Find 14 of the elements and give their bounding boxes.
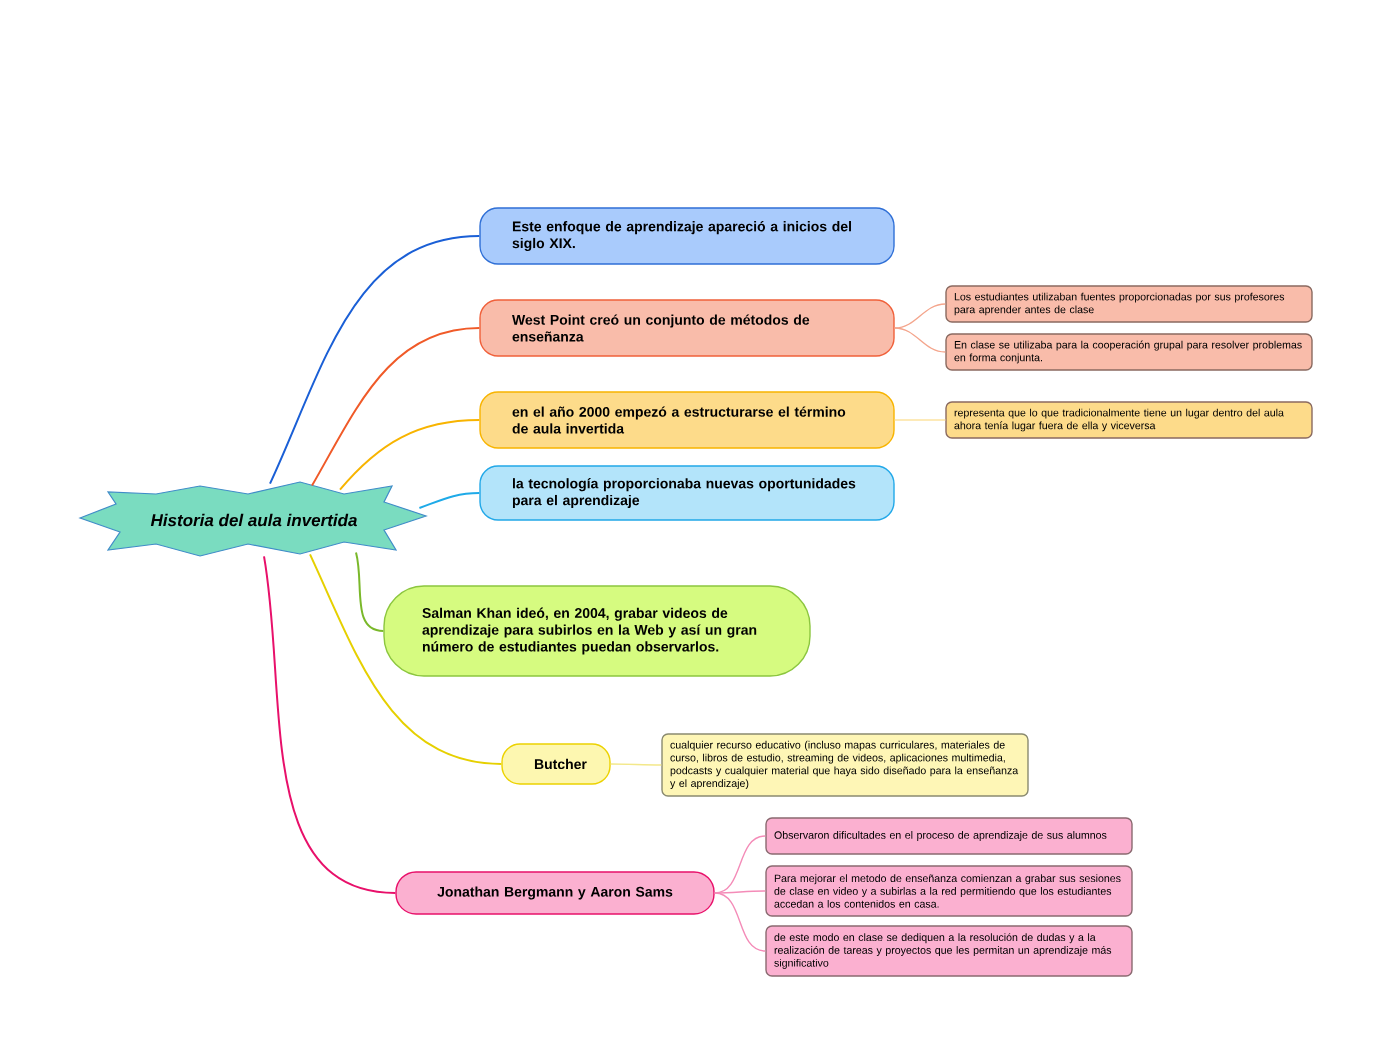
connector xyxy=(355,551,385,632)
connector xyxy=(311,327,481,487)
connector xyxy=(894,419,946,421)
connector xyxy=(263,555,397,894)
connector xyxy=(894,303,946,329)
connector xyxy=(714,890,766,894)
connector xyxy=(269,235,481,485)
connector xyxy=(418,492,481,509)
connector xyxy=(610,763,662,766)
connector xyxy=(894,327,946,353)
connector xyxy=(339,419,481,491)
connector xyxy=(714,892,766,952)
connector xyxy=(714,835,766,894)
connector xyxy=(309,553,503,765)
